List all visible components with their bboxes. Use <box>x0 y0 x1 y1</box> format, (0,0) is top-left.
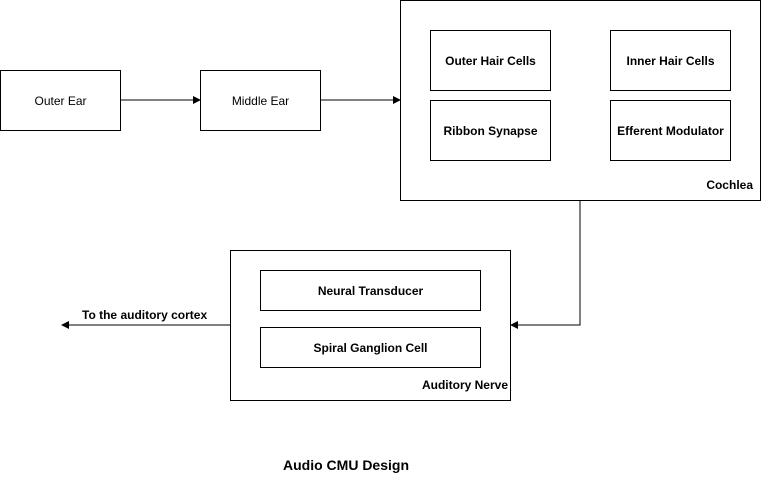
outer-hair-cells-label: Outer Hair Cells <box>445 53 536 68</box>
output-edge-label: To the auditory cortex <box>82 308 208 322</box>
efferent-modulator-label: Efferent Modulator <box>617 123 724 138</box>
middle-ear-label: Middle Ear <box>231 93 290 108</box>
cochlea-label: Cochlea <box>706 178 753 192</box>
neural-transducer-label: Neural Transducer <box>317 283 424 298</box>
diagram-caption: Audio CMU Design <box>283 457 409 473</box>
inner-hair-cells-node: Inner Hair Cells <box>610 30 731 91</box>
outer-hair-cells-node: Outer Hair Cells <box>430 30 551 91</box>
outer-ear-node: Outer Ear <box>0 70 121 131</box>
efferent-modulator-node: Efferent Modulator <box>610 100 731 161</box>
inner-hair-cells-label: Inner Hair Cells <box>626 53 715 68</box>
neural-transducer-node: Neural Transducer <box>260 270 481 311</box>
spiral-ganglion-cell-label: Spiral Ganglion Cell <box>313 340 428 355</box>
arrow-cochlea-to-nerve <box>510 200 581 329</box>
ribbon-synapse-label: Ribbon Synapse <box>443 123 538 138</box>
ribbon-synapse-node: Ribbon Synapse <box>430 100 551 161</box>
auditory-nerve-label: Auditory Nerve <box>421 378 508 392</box>
outer-ear-label: Outer Ear <box>34 93 87 108</box>
spiral-ganglion-cell-node: Spiral Ganglion Cell <box>260 327 481 368</box>
middle-ear-node: Middle Ear <box>200 70 321 131</box>
